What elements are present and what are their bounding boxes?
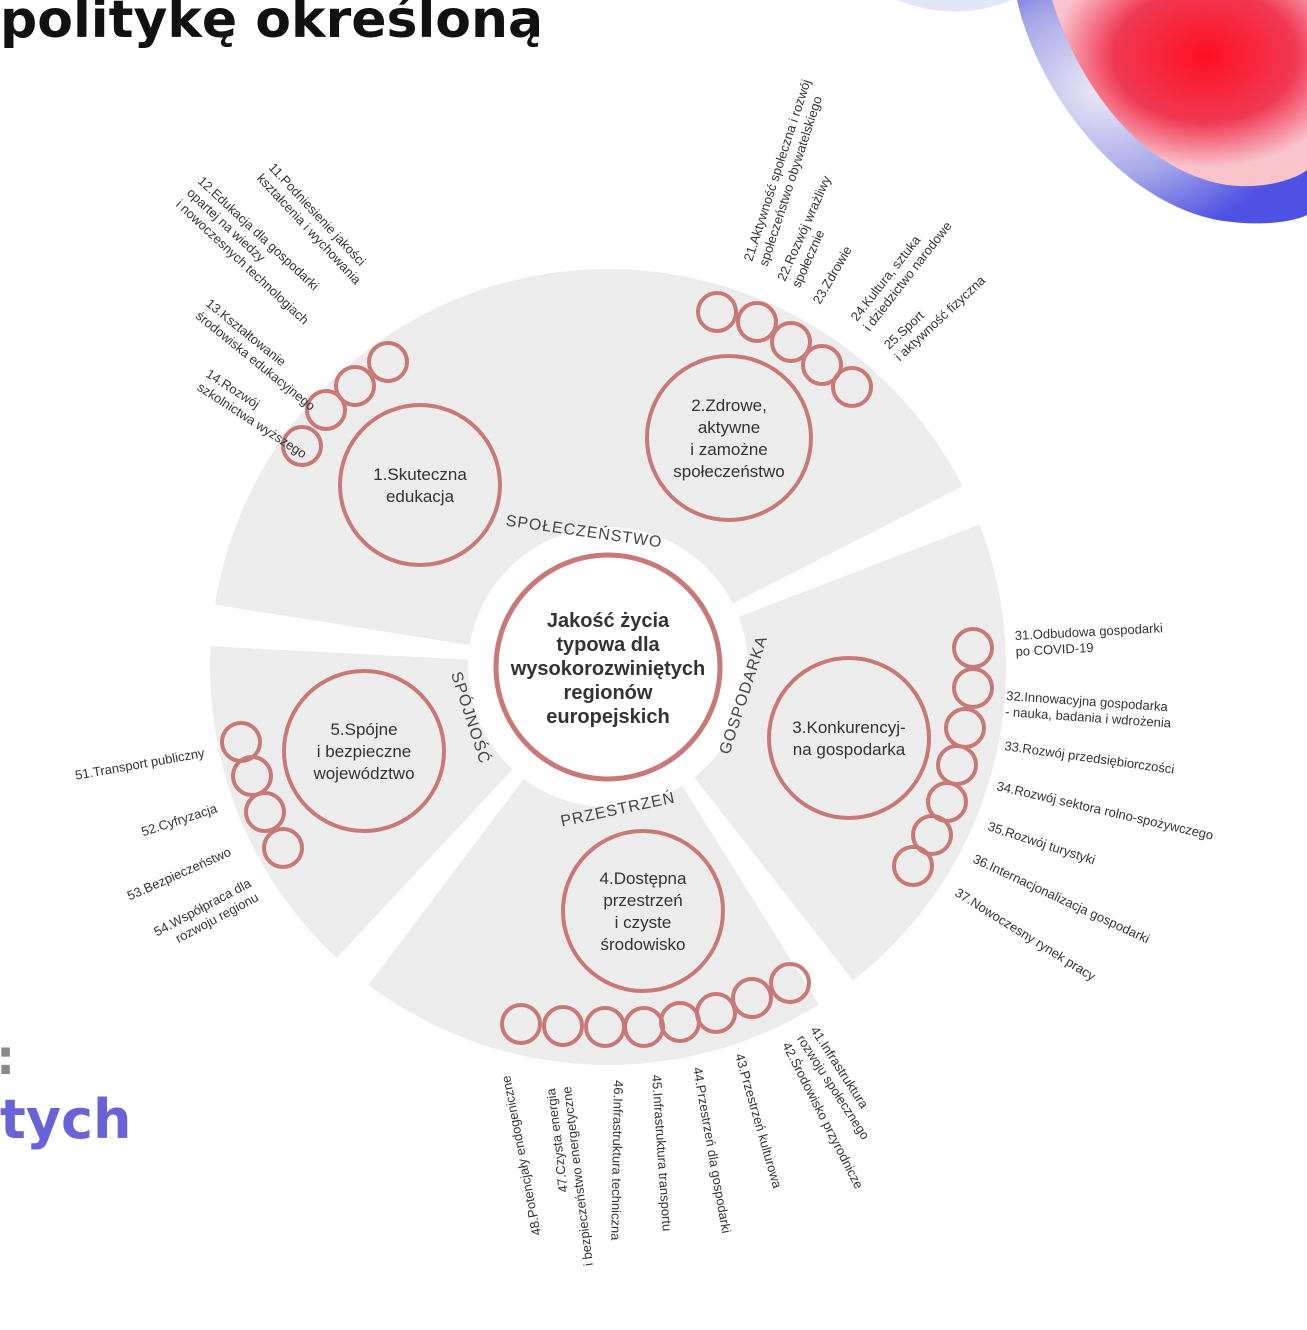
direction-circle-4-8 <box>500 1003 542 1045</box>
direction-label-47: 47.Czysta energiai bezpieczeństwo energe… <box>543 1085 596 1269</box>
direction-circle-5-2 <box>231 755 273 797</box>
direction-label-52: 52.Cyfryzacja <box>139 800 219 839</box>
direction-circle-2-2 <box>736 301 778 343</box>
direction-label-33: 33.Rozwój przedsiębiorczości <box>1004 738 1176 777</box>
direction-circle-3-2 <box>952 667 994 709</box>
direction-circle-2-3 <box>770 321 812 363</box>
direction-circle-5-4 <box>262 827 304 869</box>
goal-circle-5 <box>282 669 446 833</box>
direction-label-48: 48.Potencjały endogeniczne <box>498 1074 544 1236</box>
direction-circle-2-5 <box>831 366 873 408</box>
direction-circle-1-1 <box>367 341 409 383</box>
decorative-gradient-shape <box>897 0 1307 224</box>
direction-circle-4-2 <box>731 977 773 1019</box>
direction-label-43: 43.Przestrzeń kulturowa <box>732 1052 785 1191</box>
direction-label-32: 32.Innowacyjna gospodarka- nauka, badani… <box>1005 688 1174 731</box>
goal-circle-1 <box>338 403 502 567</box>
direction-circle-3-6 <box>911 814 953 856</box>
direction-circle-4-1 <box>769 962 811 1004</box>
direction-circle-2-4 <box>801 344 843 386</box>
direction-circle-1-4 <box>281 425 323 467</box>
direction-circle-3-7 <box>892 845 934 887</box>
goal-circle-4 <box>561 829 725 993</box>
sector-wedge-spoleczenstwo <box>214 269 963 646</box>
slide-heading: politykę określoną <box>0 0 544 50</box>
direction-label-31: 31.Odbudowa gospodarkipo COVID-19 <box>1014 620 1164 659</box>
direction-label-51: 51.Transport publiczny <box>74 745 206 783</box>
direction-circle-4-7 <box>542 1005 584 1047</box>
direction-label-44: 44.Przestrzeń dla gospodarki <box>690 1066 734 1235</box>
direction-circle-2-1 <box>696 291 738 333</box>
goal-label-3: 3.Konkurencyj-na gospodarka <box>792 718 905 759</box>
goal-circle-3 <box>767 656 931 820</box>
direction-label-36: 36.Internacjonalizacja gospodarki <box>971 851 1152 946</box>
direction-label-14: 14.Rozwójszkolnictwa wyższego <box>195 366 319 461</box>
direction-label-35: 35.Rozwój turystyki <box>986 819 1097 868</box>
direction-circle-1-2 <box>334 365 376 407</box>
left-text-fragment-2: tych <box>0 1088 132 1151</box>
goal-circle-2 <box>645 354 813 522</box>
direction-label-11: 11.Podniesienie jakościkształcenia i wyc… <box>254 160 376 288</box>
sector-wedge-przestrzen <box>368 778 819 1065</box>
direction-circle-1-3 <box>305 389 347 431</box>
direction-circle-5-3 <box>244 791 286 833</box>
direction-label-46: 46.Infrastruktura techniczna <box>608 1080 626 1241</box>
direction-label-45: 45.Infrastruktura transportu <box>649 1074 675 1231</box>
direction-circle-4-6 <box>584 1006 626 1048</box>
center-circle <box>493 552 723 782</box>
sector-wedge-spojnosc <box>209 646 513 959</box>
left-text-fragment-1: : <box>0 1030 15 1086</box>
sector-wedge-gospodarka <box>694 524 1006 981</box>
